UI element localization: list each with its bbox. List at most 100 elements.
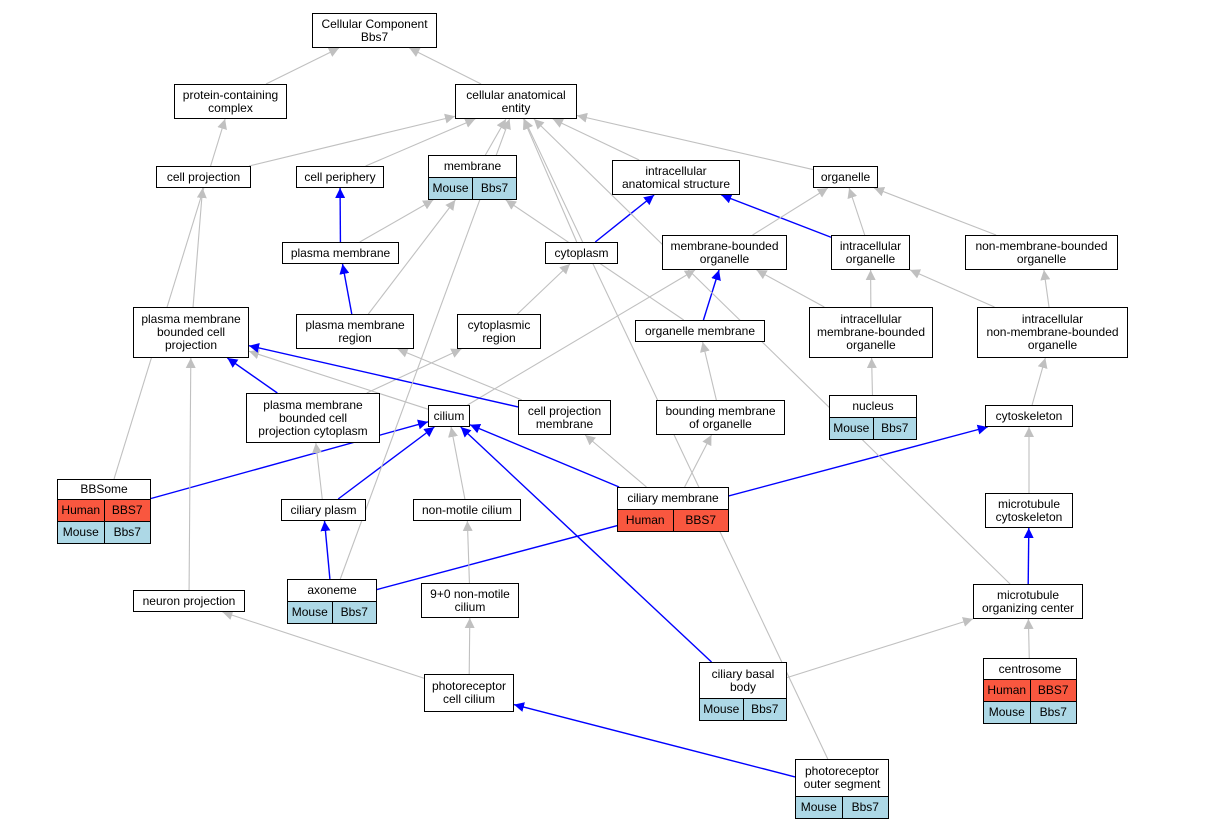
go-term-inmbo[interactable]: intracellular non-membrane-bounded organ…	[977, 307, 1128, 358]
go-term-label: cytoplasm	[554, 245, 609, 260]
go-term-cplasm[interactable]: ciliary plasm	[281, 499, 366, 521]
edge-cbb-to-mtoc	[786, 617, 974, 679]
go-term-imbo[interactable]: intracellular membrane-bounded organelle	[809, 307, 933, 358]
go-term-bmo[interactable]: bounding membrane of organelle	[656, 400, 785, 435]
edge-pcc-to-cc	[265, 47, 340, 85]
edge-bbs-to-cil	[150, 419, 429, 500]
edge-cbb-to-cil	[460, 426, 712, 663]
species-cell: Mouse	[58, 522, 104, 543]
gene-cell: Bbs7	[331, 602, 376, 623]
edge-mtoc-to-mtc	[1023, 527, 1034, 585]
edge-om-to-mbo	[702, 269, 721, 321]
edge-io-to-org	[847, 187, 866, 236]
go-term-org[interactable]: organelle	[813, 166, 878, 188]
edge-inmbo-to-io	[909, 269, 995, 308]
go-term-label: organelle	[820, 169, 871, 184]
go-term-label: neuron projection	[142, 593, 236, 608]
go-term-cr[interactable]: cytoplasmic region	[457, 314, 541, 349]
edge-pmr-to-mem	[367, 199, 456, 315]
go-term-pcil[interactable]: photoreceptor cell cilium	[424, 674, 514, 712]
go-term-nmc[interactable]: non-motile cilium	[413, 499, 521, 521]
go-term-label: BBSome	[80, 482, 128, 496]
go-term-label: plasma membrane region	[305, 317, 405, 345]
gene-cell: BBS7	[1029, 680, 1076, 701]
species-cell: Human	[618, 510, 673, 531]
edge-imbo-to-mbo	[756, 269, 825, 308]
edge-pos-to-pcil	[513, 702, 796, 778]
edge-cr-to-cyto	[517, 263, 571, 315]
go-term-label: ciliary membrane	[627, 491, 719, 505]
go-term-mbo[interactable]: membrane-bounded organelle	[662, 235, 787, 270]
species-cell: Mouse	[830, 418, 873, 439]
go-term-label: non-membrane-bounded organelle	[975, 238, 1108, 266]
go-term-label: cilium	[433, 408, 465, 423]
go-term-cae[interactable]: cellular anatomical entity	[455, 84, 577, 119]
edge-bmo-to-om	[700, 341, 717, 401]
edge-cplasm-to-pmbcpc	[312, 442, 323, 500]
go-term-pmbcp[interactable]: plasma membrane bounded cell projection	[133, 307, 249, 358]
go-term-label: membrane-bounded organelle	[670, 238, 779, 266]
go-term-label: cytoskeleton	[995, 408, 1063, 423]
edge-csk-to-inmbo	[1031, 357, 1048, 406]
edge-pmbcpc-to-cr	[366, 348, 462, 394]
edge-io-to-ias	[721, 193, 832, 238]
edge-mbo-to-org	[752, 187, 829, 236]
go-term-label: protein-containing complex	[182, 87, 279, 115]
go-term-nmbo[interactable]: non-membrane-bounded organelle	[965, 235, 1118, 270]
go-term-c90[interactable]: 9+0 non-motile cilium	[421, 583, 519, 618]
go-term-ias[interactable]: intracellular anatomical structure	[612, 160, 740, 195]
go-term-label: cell projection	[166, 169, 241, 184]
go-term-label: ciliary basal body	[711, 666, 775, 694]
go-term-cpm[interactable]: cell projection membrane	[518, 400, 611, 435]
go-term-label: centrosome	[998, 661, 1062, 676]
go-term-cc[interactable]: Cellular Component Bbs7	[312, 13, 437, 48]
edge-nproj-to-pmbcp	[185, 357, 196, 591]
go-term-pmr[interactable]: plasma membrane region	[296, 314, 414, 349]
go-term-label: axoneme	[307, 583, 357, 597]
go-term-om[interactable]: organelle membrane	[635, 320, 765, 342]
edge-cyto-to-cae	[522, 118, 578, 243]
go-term-cper[interactable]: cell periphery	[296, 166, 384, 188]
go-term-label: plasma membrane bounded cell projection	[141, 312, 241, 352]
go-term-label: intracellular organelle	[839, 238, 902, 266]
go-term-mtc[interactable]: microtubule cytoskeleton	[985, 493, 1073, 528]
go-term-cproj[interactable]: cell projection	[156, 166, 251, 188]
go-term-label: plasma membrane	[290, 245, 391, 260]
go-term-pmbcpc[interactable]: plasma membrane bounded cell projection …	[246, 393, 380, 443]
edge-cil-to-mbo	[467, 269, 696, 406]
go-term-label: nucleus	[852, 399, 894, 413]
go-term-io[interactable]: intracellular organelle	[831, 235, 910, 270]
go-term-label: cellular anatomical entity	[466, 87, 566, 115]
edge-cyto-to-ias	[594, 194, 655, 243]
gene-cell: Bbs7	[103, 522, 150, 543]
edge-cmem-to-cpm	[584, 434, 647, 488]
gene-cell: Bbs7	[1029, 702, 1076, 723]
go-term-pcc[interactable]: protein-containing complex	[174, 84, 287, 119]
go-term-csk[interactable]: cytoskeleton	[985, 405, 1073, 427]
go-term-label: membrane	[443, 159, 502, 173]
edge-cpm-to-pmbcp	[248, 343, 519, 408]
go-term-cyto[interactable]: cytoplasm	[545, 242, 618, 264]
edge-nmbo-to-org	[873, 186, 997, 236]
go-term-nproj[interactable]: neuron projection	[133, 590, 245, 612]
go-term-cil[interactable]: cilium	[428, 405, 470, 427]
go-term-mtoc[interactable]: microtubule organizing center	[973, 584, 1083, 619]
go-term-pm[interactable]: plasma membrane	[282, 242, 399, 264]
edge-cent-to-mtoc	[1023, 618, 1034, 659]
species-cell: Mouse	[700, 699, 743, 720]
go-term-label: cell periphery	[304, 169, 376, 184]
